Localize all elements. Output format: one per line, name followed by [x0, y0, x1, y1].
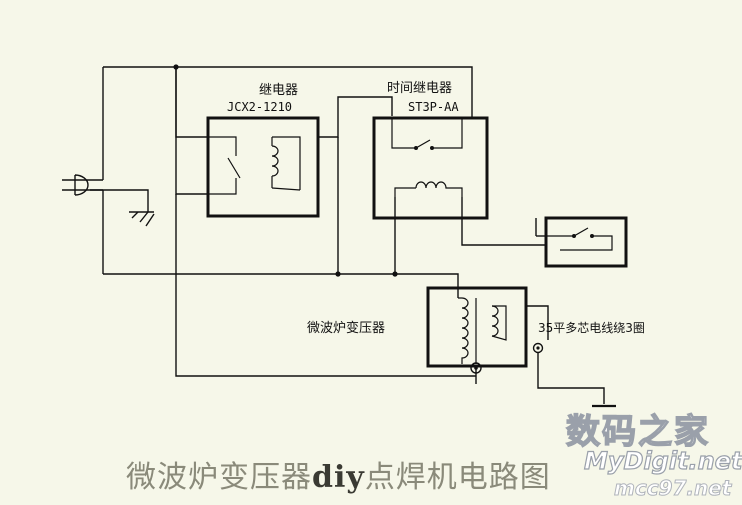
- wire-relay-contact-feed: [175, 67, 208, 138]
- watermark-cn: 数码之家: [565, 411, 710, 452]
- relay-switch-contact: [208, 136, 241, 195]
- wire-relay-to-timer: [318, 96, 393, 138]
- junction-bottom-right: [392, 271, 398, 277]
- mains-plug-symbol: [62, 67, 149, 274]
- title-part-3: 点焊机电路图: [364, 460, 551, 495]
- timer-switch-contact: [391, 118, 463, 150]
- timer-name-label: 时间继电器: [387, 81, 453, 96]
- ground-symbol-left: [129, 211, 155, 227]
- top-supply-wire: [103, 66, 473, 118]
- transformer-secondary-coil: [491, 305, 507, 341]
- transformer-primary-coil: [458, 297, 469, 364]
- title-part-1: 微波炉变压器: [126, 460, 312, 495]
- foot-switch-contact: [546, 227, 613, 251]
- title-part-2: diy: [312, 460, 365, 495]
- junction-bottom-mid: [335, 271, 341, 277]
- relay-model-label: JCX2-1210: [227, 100, 293, 114]
- wire-bottom-supply: [103, 273, 459, 298]
- wire-timer-coil-right: [461, 197, 546, 246]
- relay-name-label: 继电器: [259, 83, 299, 98]
- secondary-wire-label: 35平多芯电线绕3圈: [538, 321, 645, 335]
- timer-relay-box: [372, 116, 489, 220]
- relay-coil: [271, 136, 301, 191]
- watermark-tag: mcc97.net: [613, 476, 732, 501]
- wire-relay-coil-feed: [175, 67, 208, 195]
- wire-secondary-out: [526, 305, 549, 340]
- timer-model-label: ST3P-AA: [408, 100, 459, 114]
- transformer-label: 微波炉变压器: [307, 321, 386, 336]
- watermark-en: MyDigit.net: [583, 446, 742, 475]
- wire-to-ground: [537, 352, 605, 404]
- transformer-box: [426, 286, 528, 368]
- timer-coil: [394, 181, 463, 197]
- diagram-title: 微波炉变压器diy点焊机电路图: [126, 452, 551, 496]
- relay-box: [206, 116, 320, 218]
- foot-switch-box: [544, 216, 628, 268]
- wire-return: [175, 194, 476, 377]
